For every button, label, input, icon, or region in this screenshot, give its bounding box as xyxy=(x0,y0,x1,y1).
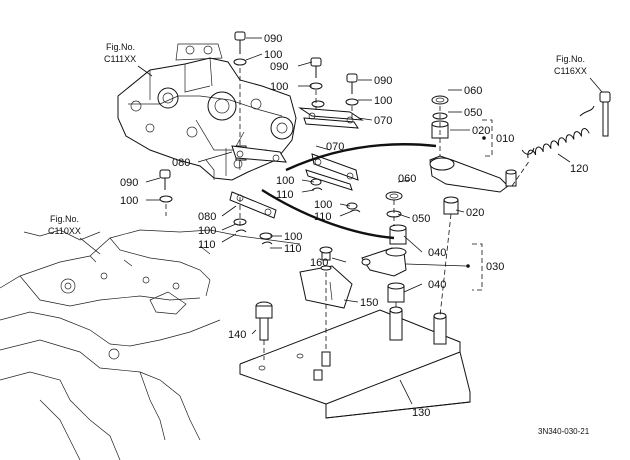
part-label-080: 080 xyxy=(172,157,190,169)
fig-ref-c110: Fig.No. C110XX xyxy=(48,214,101,255)
part-label-040: 040 xyxy=(428,247,446,259)
part-label-050: 050 xyxy=(412,213,430,225)
bracket-010 xyxy=(482,119,493,157)
part-label-040: 040 xyxy=(428,279,446,291)
part-label-110: 110 xyxy=(284,243,302,255)
link-070-upper xyxy=(298,107,364,129)
link-070-lower xyxy=(305,153,359,191)
dot-030 xyxy=(466,264,470,268)
part-label-100: 100 xyxy=(264,49,282,61)
part-label-160: 160 xyxy=(310,257,328,269)
link-080-lower xyxy=(229,191,277,219)
bolt-090-mid xyxy=(309,57,323,90)
fig-ref-c111: Fig.No. C111XX xyxy=(104,42,153,77)
part-label-020: 020 xyxy=(466,207,484,219)
fig-ref-c116: Fig.No. C116XX xyxy=(554,54,603,93)
link-080-upper xyxy=(231,145,287,163)
part-label-110: 110 xyxy=(314,211,332,223)
part-label-070: 070 xyxy=(374,115,392,127)
part-label-100: 100 xyxy=(374,95,392,107)
part-label-070: 070 xyxy=(326,141,344,153)
part-label-090: 090 xyxy=(270,61,288,73)
fig-ref-c116-line1: Fig.No. xyxy=(556,54,585,64)
spring-anchor-bolt xyxy=(599,91,611,137)
part-label-110: 110 xyxy=(276,189,294,201)
leader-lines xyxy=(145,37,571,405)
part-label-140: 140 xyxy=(228,329,246,341)
bolt-140 xyxy=(255,301,273,341)
part-label-100: 100 xyxy=(198,225,216,237)
washers-clips xyxy=(233,100,361,245)
part-label-100: 100 xyxy=(120,195,138,207)
rod-lower xyxy=(261,188,395,240)
dot-010 xyxy=(482,136,486,140)
seal-060-upper xyxy=(431,95,449,105)
bracket-150 xyxy=(299,246,353,309)
part-label-100: 100 xyxy=(276,175,294,187)
plate-130 xyxy=(239,306,471,419)
part-label-110: 110 xyxy=(198,239,216,251)
seal-060-lower xyxy=(385,191,403,201)
fig-ref-c110-line2: C110XX xyxy=(48,226,81,236)
part-label-100: 100 xyxy=(284,231,302,243)
part-label-100: 100 xyxy=(314,199,332,211)
fig-ref-c111-line2: C111XX xyxy=(104,54,136,64)
part-label-090: 090 xyxy=(374,75,392,87)
bolt-090-right xyxy=(345,73,359,106)
base-casting xyxy=(0,229,301,460)
spring-120 xyxy=(521,105,595,159)
part-label-050: 050 xyxy=(464,107,482,119)
lever-010 xyxy=(429,155,517,193)
part-label-150: 150 xyxy=(360,297,378,309)
part-label-090: 090 xyxy=(120,177,138,189)
bolt-090-left xyxy=(159,169,173,203)
part-label-020: 020 xyxy=(472,125,490,137)
bolt-090-top xyxy=(233,31,247,66)
fig-ref-c116-line2: C116XX xyxy=(554,66,587,76)
bushing-020-lower xyxy=(443,196,459,215)
part-label-060: 060 xyxy=(398,173,416,185)
part-label-120: 120 xyxy=(570,163,588,175)
bracket-030 xyxy=(472,243,483,291)
part-label-080: 080 xyxy=(198,211,216,223)
part-label-130: 130 xyxy=(412,407,430,419)
part-label-010: 010 xyxy=(496,133,514,145)
part-label-060: 060 xyxy=(464,85,482,97)
part-label-090: 090 xyxy=(264,33,282,45)
part-labels: 090 100 090 100 090 100 070 070 080 090 … xyxy=(120,33,588,419)
drawing-code: 3N340-030-21 xyxy=(538,427,590,436)
fig-ref-c110-line1: Fig.No. xyxy=(50,214,79,224)
fig-ref-c111-line1: Fig.No. xyxy=(106,42,135,52)
rod-upper xyxy=(285,143,437,172)
part-label-030: 030 xyxy=(486,261,504,273)
pivot-arm-030 xyxy=(361,224,407,303)
part-label-100: 100 xyxy=(270,81,288,93)
